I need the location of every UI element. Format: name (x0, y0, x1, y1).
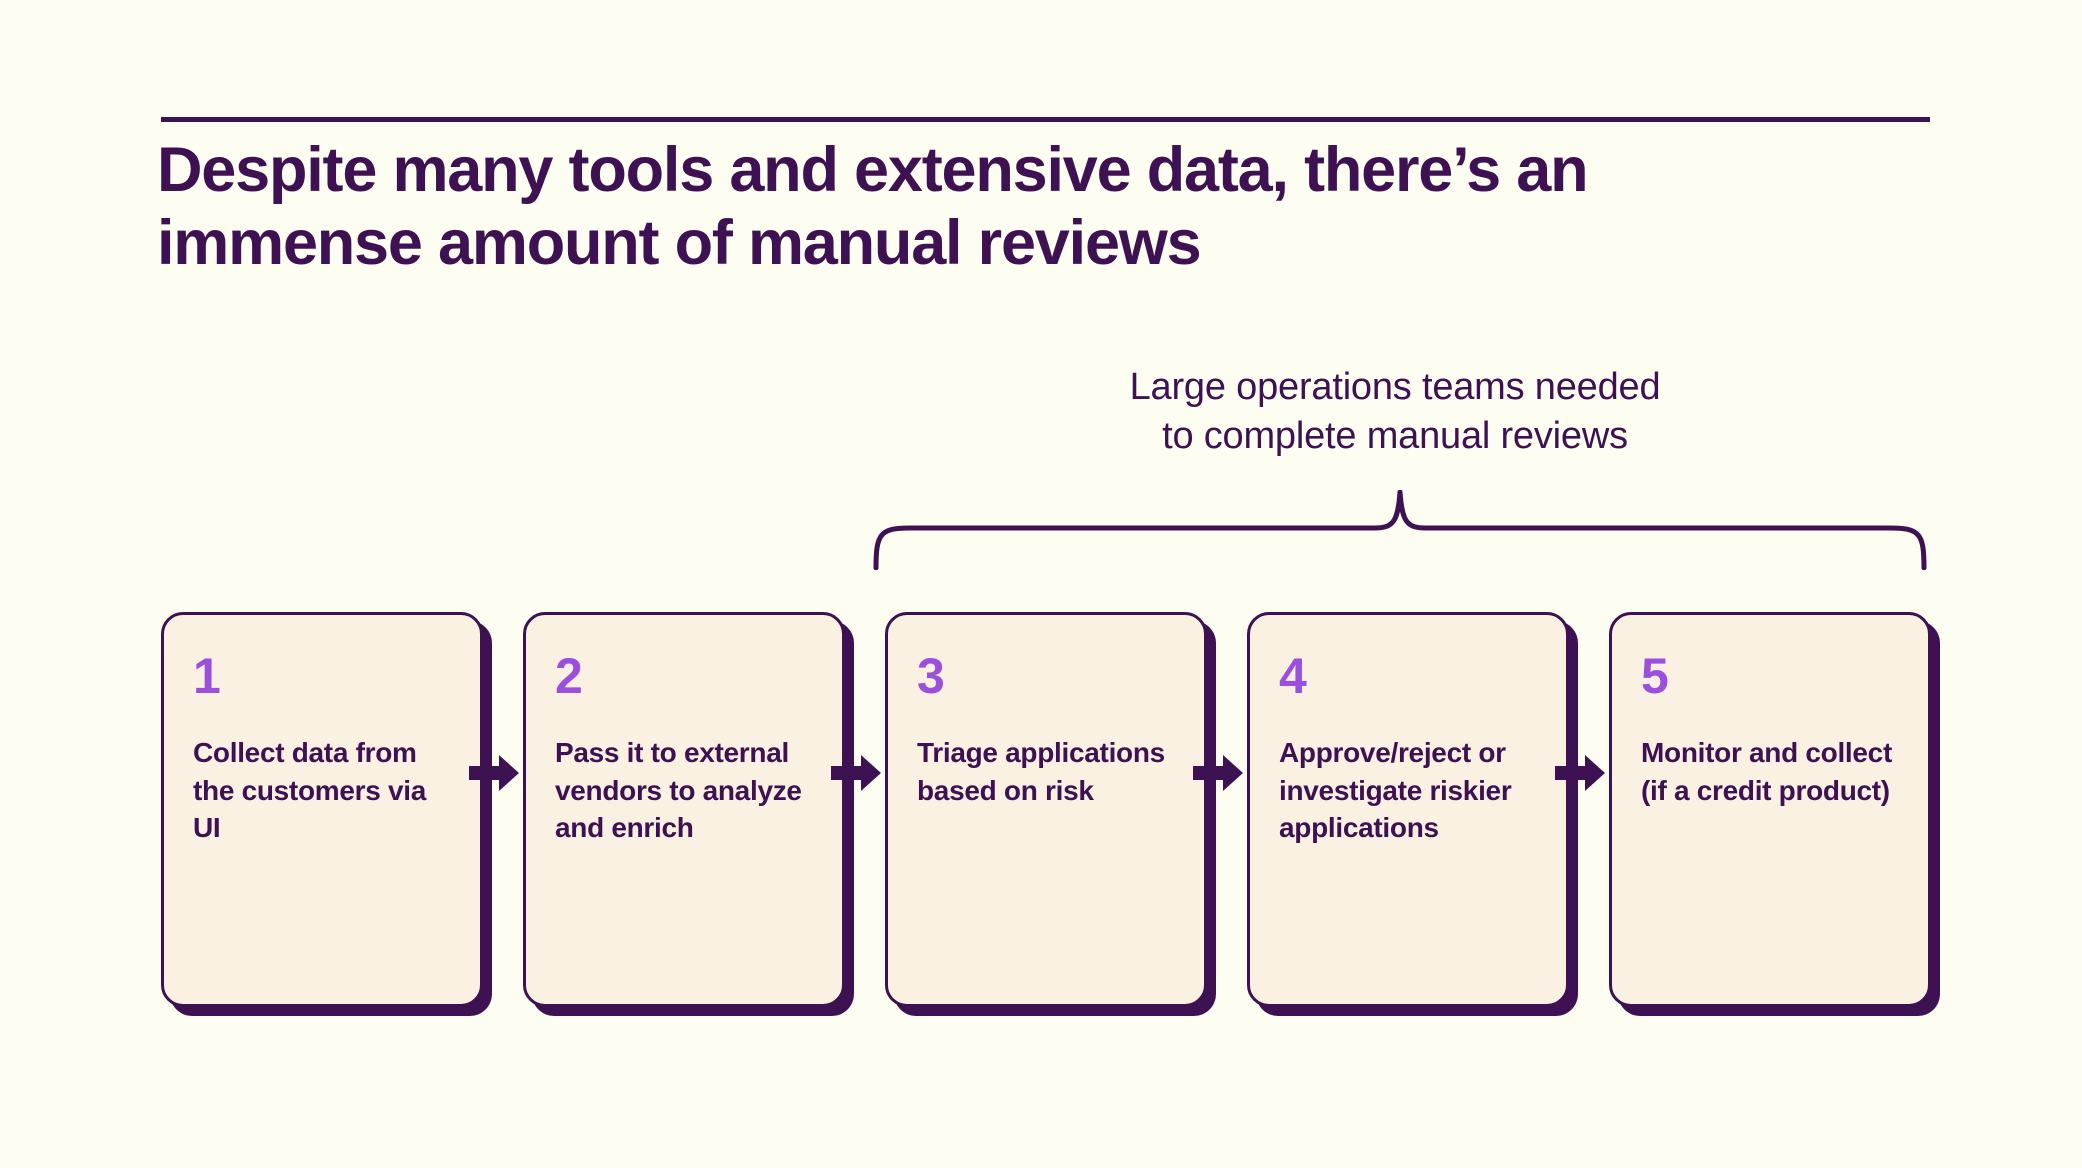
page-title: Despite many tools and extensive data, t… (157, 135, 1589, 279)
curly-brace-icon (870, 490, 1930, 570)
step-number: 3 (917, 648, 945, 704)
step-number: 1 (193, 648, 221, 704)
arrow-right-icon (831, 755, 881, 791)
arrow-right-icon (1193, 755, 1243, 791)
arrow-right-icon (1555, 755, 1605, 791)
flow-step-5[interactable]: 5 Monitor and collect (if a credit produ… (1609, 612, 1931, 1012)
step-text: Pass it to external vendors to analyze a… (555, 737, 802, 844)
step-card[interactable]: 1 Collect data from the customers via UI (161, 612, 483, 1007)
step-card[interactable]: 2 Pass it to external vendors to analyze… (523, 612, 845, 1007)
step-number: 4 (1279, 648, 1307, 704)
step-text: Triage applications based on risk (917, 737, 1165, 806)
callout-label: Large operations teams needed to complet… (1129, 366, 1661, 457)
header-rule (161, 117, 1930, 122)
step-number: 2 (555, 648, 583, 704)
step-card[interactable]: 3 Triage applications based on risk (885, 612, 1207, 1007)
step-text: Monitor and collect (if a credit product… (1641, 737, 1892, 806)
flow-step-1[interactable]: 1 Collect data from the customers via UI (161, 612, 483, 1012)
flow-step-4[interactable]: 4 Approve/reject or investigate riskier … (1247, 612, 1569, 1012)
flow-step-2[interactable]: 2 Pass it to external vendors to analyze… (523, 612, 845, 1012)
step-text: Approve/reject or investigate riskier ap… (1279, 737, 1512, 844)
step-number: 5 (1641, 648, 1669, 704)
process-flow: 1 Collect data from the customers via UI… (0, 612, 2082, 1032)
step-text: Collect data from the customers via UI (193, 737, 426, 844)
step-card[interactable]: 5 Monitor and collect (if a credit produ… (1609, 612, 1931, 1007)
arrow-right-icon (469, 755, 519, 791)
flow-step-3[interactable]: 3 Triage applications based on risk (885, 612, 1207, 1012)
step-card[interactable]: 4 Approve/reject or investigate riskier … (1247, 612, 1569, 1007)
